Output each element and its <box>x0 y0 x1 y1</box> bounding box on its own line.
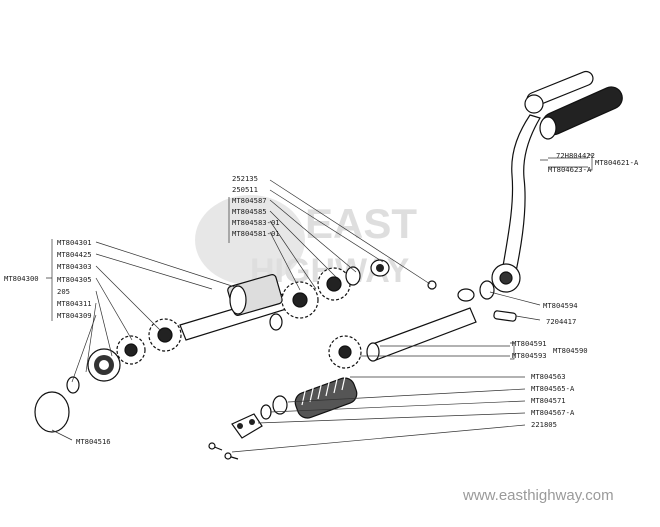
label-mt804571: MT804571 <box>531 396 566 405</box>
label-mt804565a: MT804565-A <box>531 384 575 393</box>
washer-upper <box>269 313 283 331</box>
label-221805: 221805 <box>531 420 557 429</box>
label-252135: 252135 <box>232 174 258 183</box>
label-205: 205 <box>57 287 70 296</box>
label-mt804583-01: MT804583-01 <box>232 218 280 227</box>
pin-7204417 <box>493 310 517 322</box>
washer-mt804565 <box>272 395 288 415</box>
label-mt804300: MT804300 <box>4 274 39 283</box>
bushing-mt804587 <box>370 259 390 277</box>
label-mt804581-01: MT804581-01 <box>232 229 280 238</box>
label-mt804303: MT804303 <box>57 262 92 271</box>
bearing-205 <box>87 348 121 382</box>
leader-lines <box>46 154 593 453</box>
label-mt804309: MT804309 <box>57 311 92 320</box>
gear-mt804591 <box>328 335 362 369</box>
ring-mt804311 <box>66 376 80 394</box>
upper-shaft <box>179 274 297 341</box>
lower-shaft <box>366 288 477 362</box>
part-labels: 72H804422 MT804621-A MT804623-A 252135 2… <box>4 151 639 446</box>
label-mt804587: MT804587 <box>232 196 267 205</box>
label-mt804563: MT804563 <box>531 372 566 381</box>
label-mt804590: MT804590 <box>553 346 588 355</box>
plate-mt804567 <box>231 413 263 439</box>
footer-url: www.easthighway.com <box>462 487 614 504</box>
label-mt804621a: MT804621-A <box>595 158 639 167</box>
ring-mt804585 <box>345 266 361 286</box>
screws-221805 <box>208 442 239 460</box>
label-mt804591: MT804591 <box>512 339 547 348</box>
ring-mt804571 <box>260 404 272 420</box>
label-250511: 250511 <box>232 185 258 194</box>
kick-lever <box>491 70 623 293</box>
label-mt804623a: MT804623-A <box>548 165 592 174</box>
label-mt804516: MT804516 <box>76 437 111 446</box>
label-mt804594: MT804594 <box>543 301 578 310</box>
gear-mt804305 <box>148 318 182 352</box>
cover-mt804516 <box>34 391 70 433</box>
small-part-252135 <box>427 280 437 290</box>
gear-mt804583 <box>317 267 351 301</box>
label-72h804422: 72H804422 <box>556 151 595 160</box>
label-mt804311: MT804311 <box>57 299 92 308</box>
bushing-mt804594 <box>479 280 495 300</box>
label-mt804567a: MT804567-A <box>531 408 575 417</box>
label-mt804301: MT804301 <box>57 238 92 247</box>
label-mt804305: MT804305 <box>57 275 92 284</box>
watermark-line1: EAST <box>305 200 417 247</box>
gear-mt804303 <box>116 335 146 365</box>
label-mt804425: MT804425 <box>57 250 92 259</box>
gear-mt804581 <box>281 281 319 319</box>
spring-mt804563 <box>294 371 358 419</box>
label-mt804593: MT804593 <box>512 351 547 360</box>
label-7204417: 7204417 <box>546 317 576 326</box>
label-mt804585: MT804585 <box>232 207 267 216</box>
